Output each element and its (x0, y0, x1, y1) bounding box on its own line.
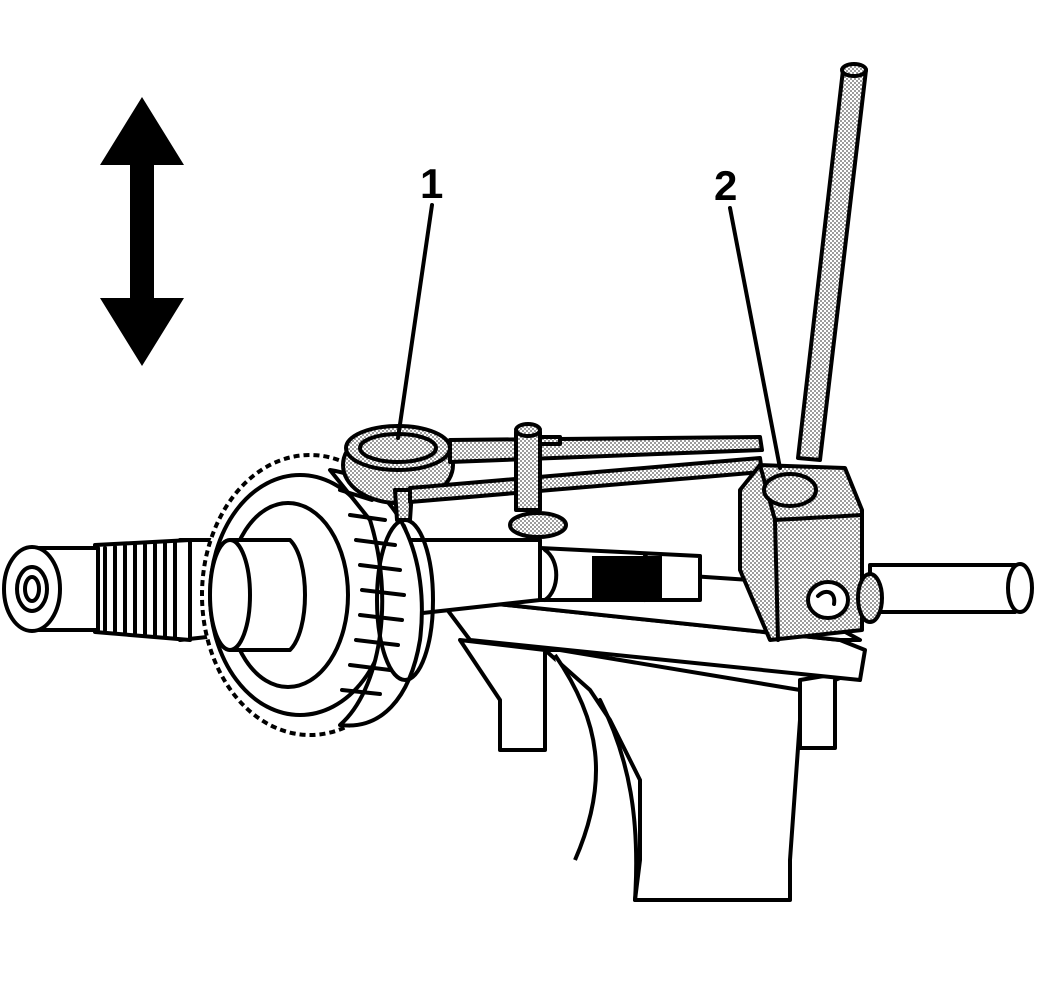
splined-shaft-end (2, 538, 192, 642)
leader-lines (396, 203, 782, 470)
magnetic-base (738, 463, 884, 642)
up-down-arrow-icon (100, 97, 184, 366)
indicator-arm (408, 422, 764, 539)
callout-1: 1 (420, 160, 443, 207)
pry-bar (796, 62, 868, 462)
dial-indicator (341, 424, 455, 522)
helical-gear (200, 453, 435, 737)
callout-2: 2 (714, 162, 737, 209)
